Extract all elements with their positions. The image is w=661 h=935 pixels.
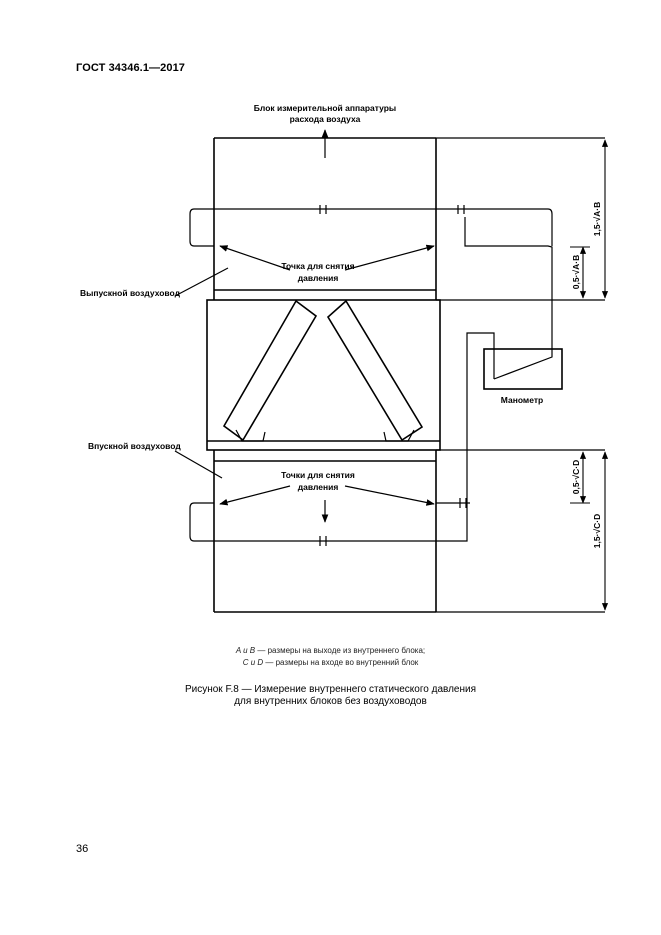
page-number: 36 [76,843,89,855]
manometer-tube-right [464,217,553,380]
upper-pressure-loop [189,208,553,247]
flow-and-pointer-arrows [174,129,435,523]
figure-caption: Рисунок F.8 — Измерение внутреннего стат… [0,684,661,708]
dimension-lines [570,139,609,611]
dim-inlet-short: 0,5·√C·D [571,460,581,494]
manometer [483,348,563,390]
document-header: ГОСТ 34346.1—2017 [76,62,186,74]
caption-line-1: Рисунок F.8 — Измерение внутреннего стат… [184,684,477,695]
legend-line-2: C и D — размеры на входе во внутренний б… [0,657,661,669]
legend-text-cd: — размеры на входе во внутренний блок [263,658,419,667]
legend-line-1: A и B — размеры на выходе из внутреннего… [0,645,661,657]
tee-upper-right [457,205,465,214]
lower-pressure-loop [189,502,436,542]
tee-lower-center [319,536,327,546]
coil-right [326,299,424,442]
tee-upper-center [319,205,327,214]
manometer-label: Манометр [501,395,543,405]
inlet-duct-label: Впускной воздуховод [88,441,181,451]
upper-pressure-label-line1: Точка для снятия [281,261,354,271]
dim-inlet-long: 1,5·√C·D [592,514,602,548]
indoor-unit-body [206,299,441,451]
legend-vars-cd: C и D [242,658,264,667]
lower-pressure-label-line1: Точки для снятия [281,470,355,480]
drain-pan-right [383,429,415,442]
legend-vars-ab: A и B [235,646,256,655]
airflow-unit-label-line1: Блок измерительной аппаратуры [254,103,396,113]
legend-text-ab: — размеры на выходе из внутреннего блока… [255,646,426,655]
drain-pan-left [235,429,266,442]
caption-line-2: для внутренних блоков без воздуховодов [234,696,427,707]
outlet-duct-label: Выпускной воздуховод [80,288,181,298]
upper-pressure-label-line2: давления [298,273,339,283]
airflow-unit-label-line2: расхода воздуха [290,114,361,124]
coil-left [222,299,318,442]
lower-pressure-label-line2: давления [298,482,339,492]
tee-lower-right [459,498,467,508]
dim-outlet-long: 1,5·√A·B [592,202,602,236]
dim-outlet-short: 0,5·√A·B [571,255,581,289]
manometer-tube-left [436,332,495,542]
